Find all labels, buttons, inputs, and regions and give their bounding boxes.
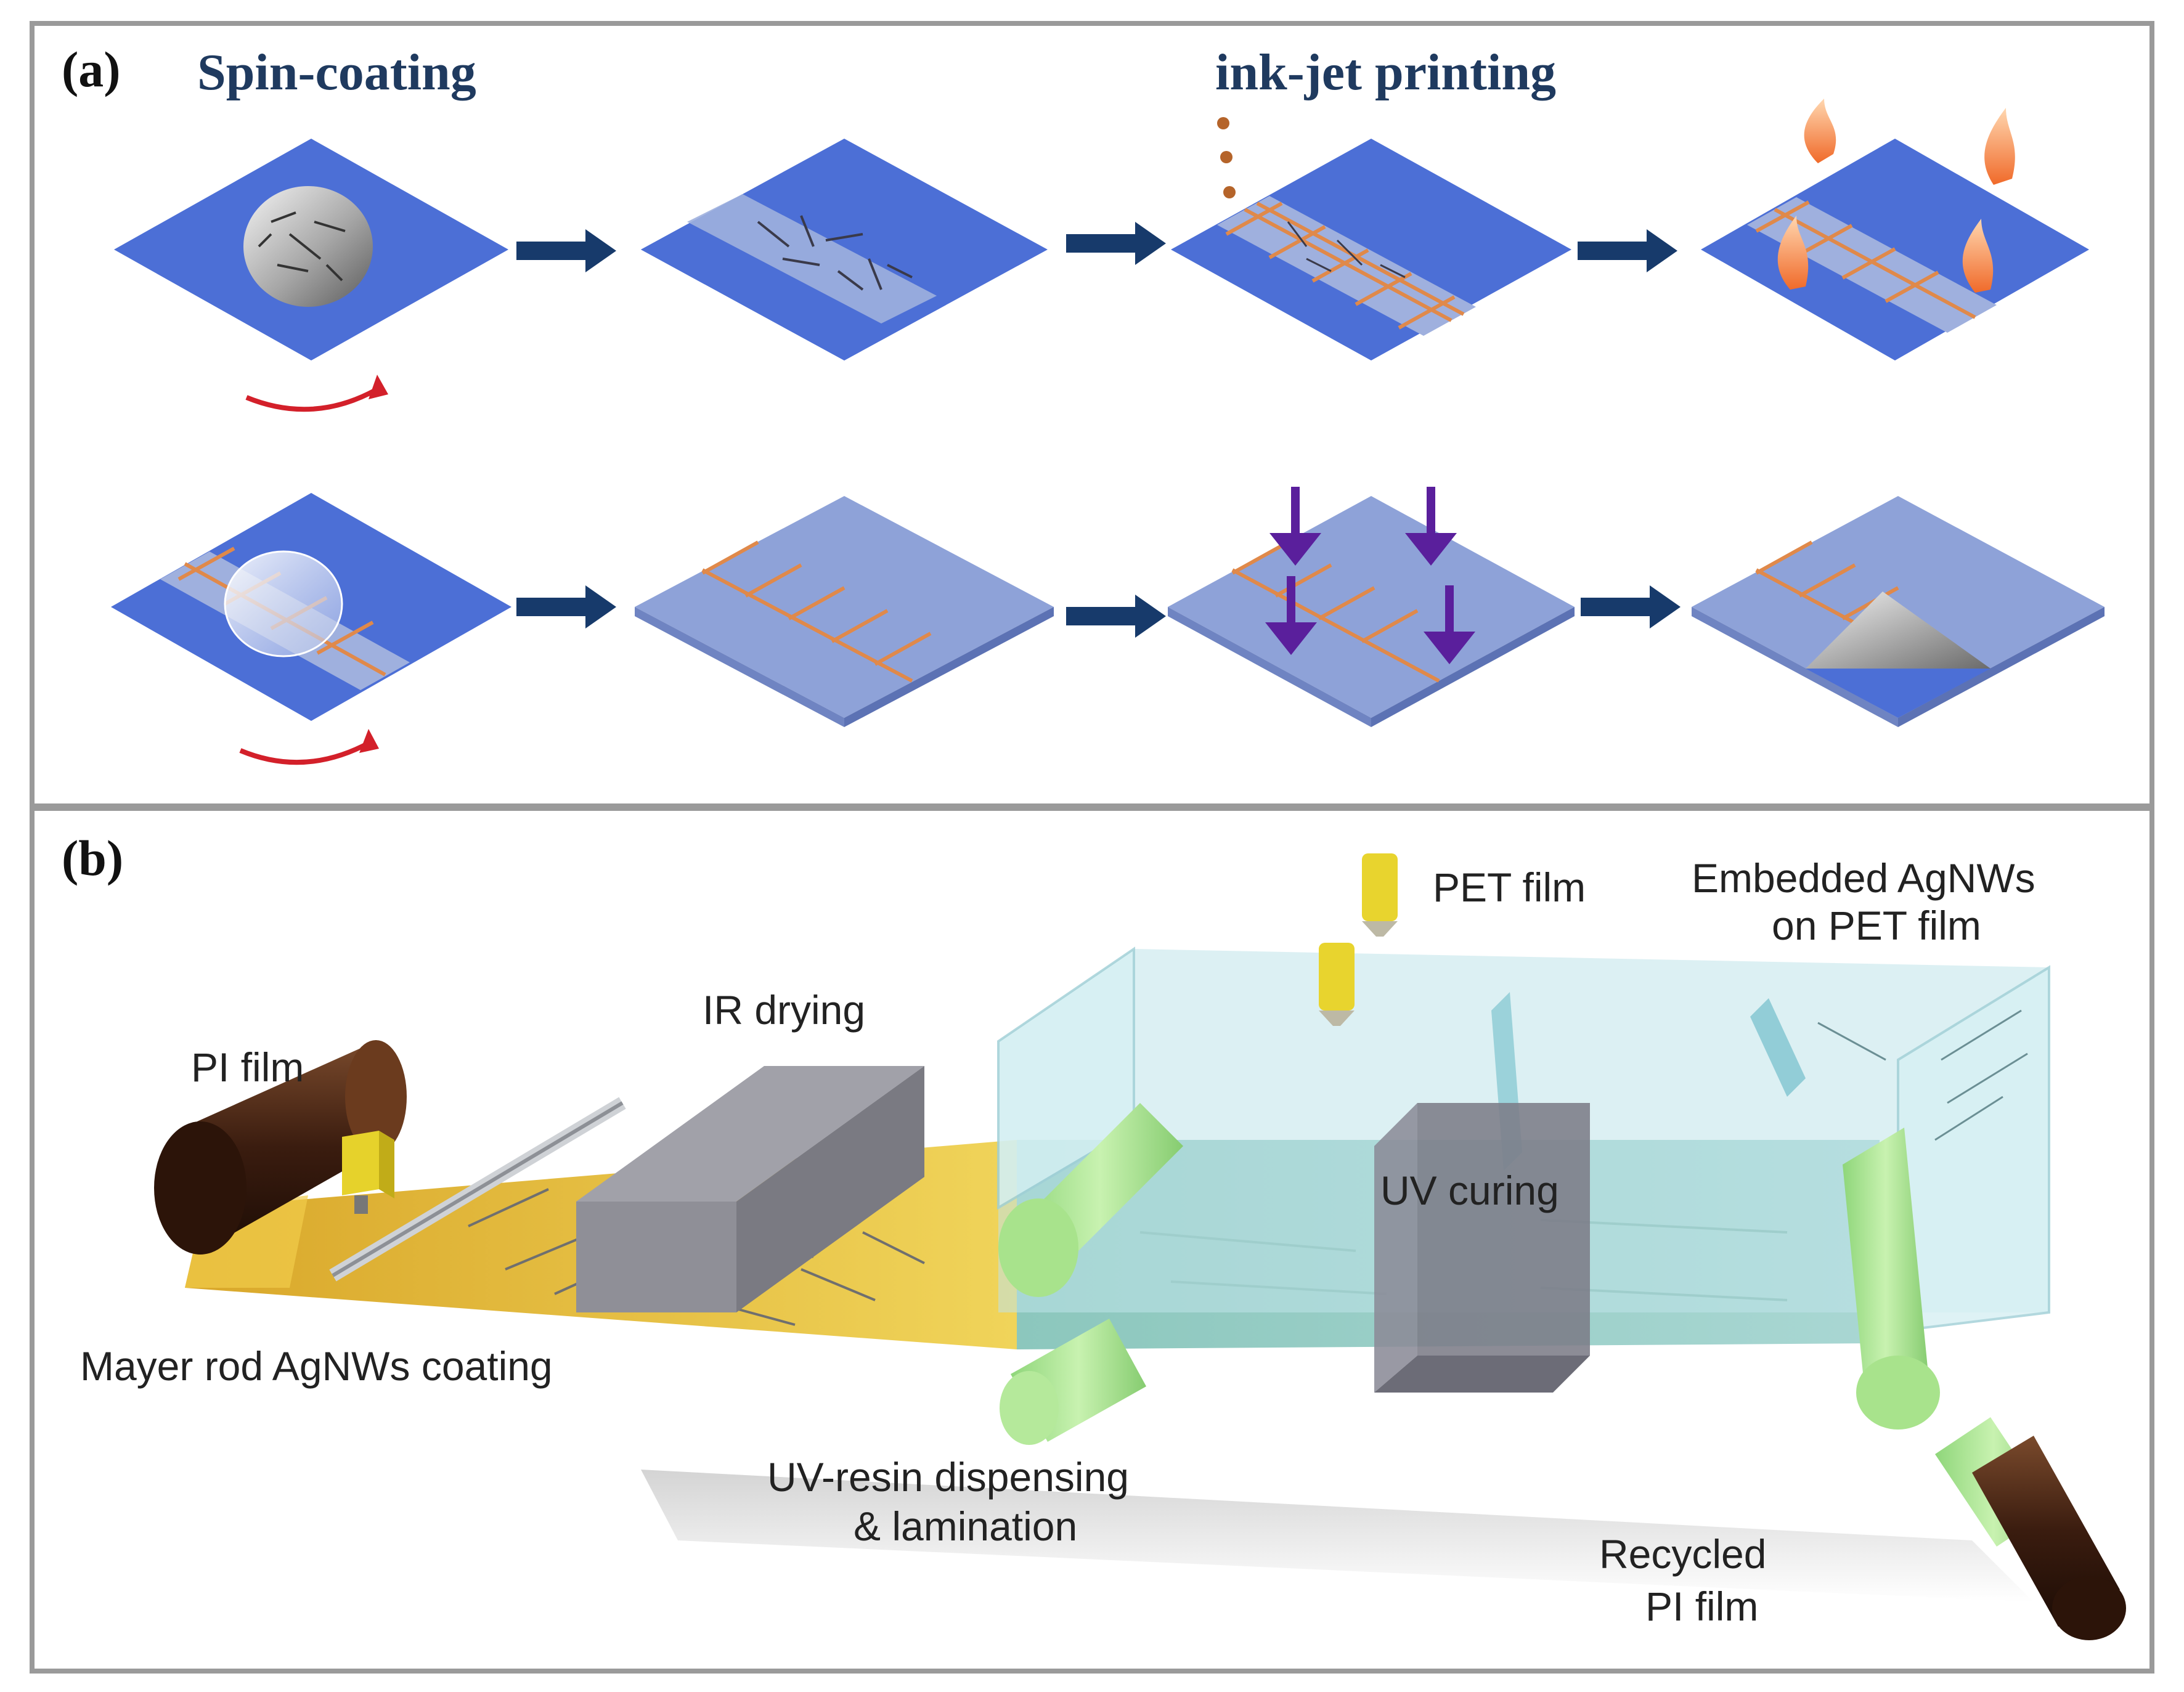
pi-film-roll bbox=[154, 1040, 407, 1255]
ir-dryer-box bbox=[576, 1066, 924, 1312]
flow-arrow-icon bbox=[1066, 595, 1166, 638]
spin-arrow-icon bbox=[239, 740, 371, 765]
floor-shadow bbox=[641, 1470, 2034, 1602]
uv-curing-block bbox=[1374, 1103, 1590, 1393]
lamination-roller bbox=[1000, 1319, 1146, 1445]
coater-head bbox=[342, 1131, 394, 1214]
dispensing-nozzle bbox=[1319, 943, 1355, 1026]
label-pet-film: PET film bbox=[1433, 864, 1586, 910]
label-pi-film: PI film bbox=[191, 1044, 304, 1090]
label-recycled: Recycled bbox=[1599, 1531, 1766, 1577]
row1-step1-substrate bbox=[114, 139, 508, 412]
label-embedded-agnws: Embedded AgNWs bbox=[1692, 855, 2035, 901]
flame-icon bbox=[1962, 219, 1994, 293]
output-roller bbox=[1843, 1128, 1940, 1430]
flow-arrow-icon bbox=[1066, 222, 1166, 265]
mayer-rod bbox=[329, 1097, 626, 1282]
dispensing-nozzle bbox=[1362, 853, 1398, 937]
resin-droplet bbox=[224, 550, 343, 657]
ink-droplet-icon bbox=[1223, 186, 1236, 198]
peeled-film-corner bbox=[1806, 592, 1990, 669]
flow-arrow-icon bbox=[1581, 585, 1681, 628]
flame-icon bbox=[1804, 99, 1836, 163]
row1-step3-inkjet-grid bbox=[1171, 117, 1571, 360]
recycled-pi-roll bbox=[1972, 1436, 2126, 1640]
panel-b-label: (b) bbox=[62, 830, 123, 886]
flow-arrow-icon bbox=[1578, 229, 1677, 272]
row2-step1-spin-resin bbox=[111, 493, 511, 765]
label-recycled-pi-film: PI film bbox=[1645, 1584, 1758, 1629]
row2-step3-pressing bbox=[1168, 487, 1575, 727]
press-arrow-icon bbox=[1265, 576, 1317, 655]
label-lamination: & lamination bbox=[854, 1503, 1077, 1549]
panel-a-label: (a) bbox=[62, 41, 121, 97]
flow-arrow-icon bbox=[516, 585, 616, 628]
label-ir-drying: IR drying bbox=[703, 987, 865, 1033]
lamination-roller bbox=[998, 1103, 1183, 1297]
agnw-droplet bbox=[243, 186, 373, 307]
row2-step2-resin-slab bbox=[635, 496, 1054, 727]
press-arrow-icon bbox=[1405, 487, 1457, 566]
row1-step4-annealing bbox=[1701, 99, 2089, 360]
spin-arrow-icon bbox=[245, 386, 380, 412]
label-mayer-rod: Mayer rod AgNWs coating bbox=[80, 1343, 553, 1389]
label-embedded-on-pet: on PET film bbox=[1772, 903, 1981, 948]
inkjet-printing-title: ink-jet printing bbox=[1215, 44, 1556, 101]
ink-droplet-icon bbox=[1220, 151, 1233, 163]
flame-icon bbox=[1777, 216, 1809, 290]
peeled-substrate bbox=[1806, 669, 1990, 718]
label-uv-curing: UV curing bbox=[1380, 1168, 1559, 1213]
flow-arrow-icon bbox=[516, 229, 616, 272]
row1-step2-coated-substrate bbox=[641, 139, 1048, 360]
label-uv-resin: UV-resin dispensing bbox=[767, 1454, 1129, 1500]
press-arrow-icon bbox=[1424, 585, 1475, 664]
ink-droplet-icon bbox=[1217, 117, 1229, 129]
press-arrow-icon bbox=[1269, 487, 1321, 566]
row2-step4-peeling bbox=[1692, 496, 2105, 727]
spin-coating-title: Spin-coating bbox=[197, 44, 476, 101]
flame-icon bbox=[1984, 108, 2015, 185]
